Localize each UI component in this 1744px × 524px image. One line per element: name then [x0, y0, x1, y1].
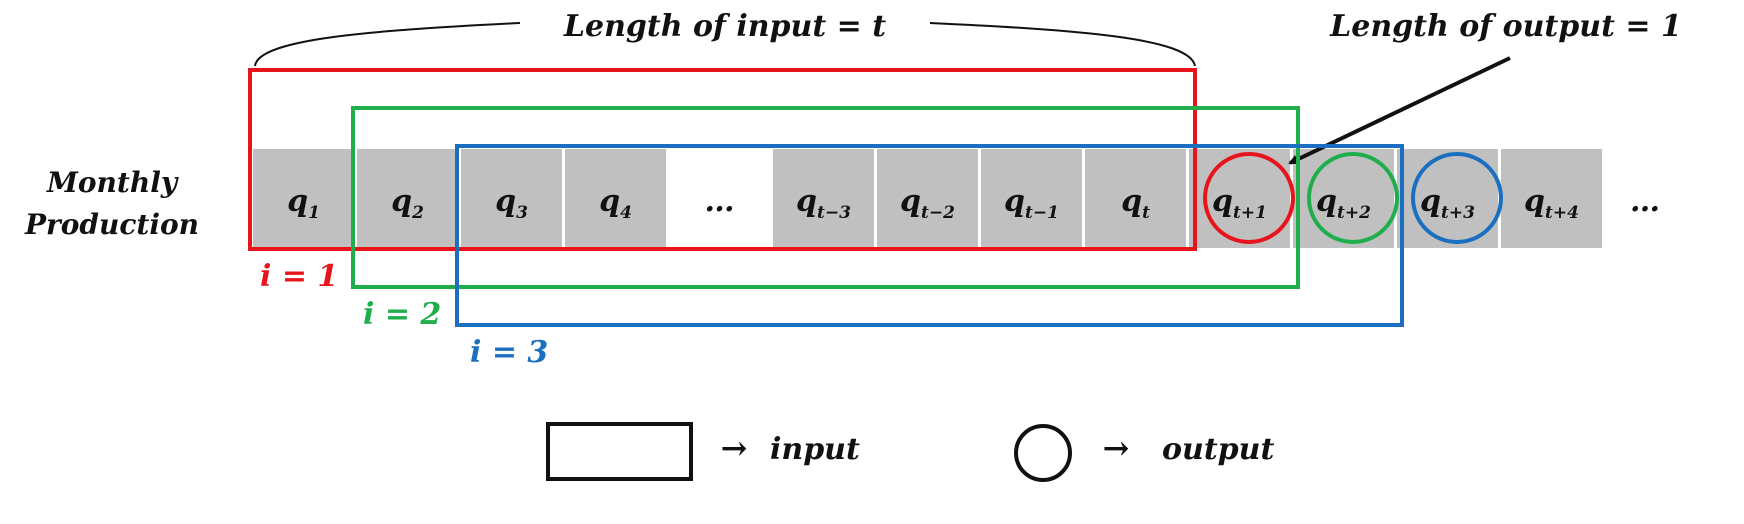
- production-cell: [461, 149, 562, 248]
- window-rect-i3: [455, 144, 1404, 327]
- window-label-i1: i = 1: [260, 259, 338, 294]
- production-cells: q1 q2 q3 q4 … qt−3 qt−2 qt−1 qt qt+1 qt+2 qt+3 qt+4 …: [253, 149, 1660, 248]
- trailing-ellipsis: …: [1630, 184, 1660, 219]
- production-cell-label: qt+4: [1524, 184, 1579, 223]
- production-cell: [773, 149, 874, 248]
- row-label-line1: Monthly: [46, 166, 179, 199]
- row-label-line2: Production: [24, 208, 199, 241]
- production-cell-label: qt: [1121, 184, 1150, 223]
- length-output-label: Length of output = 1: [1329, 9, 1682, 44]
- production-cell: [253, 149, 354, 248]
- output-circle-i1: [1203, 152, 1295, 244]
- production-cell-label: q1: [287, 184, 320, 223]
- production-cell-label: qt−2: [900, 184, 955, 223]
- production-cell-label: qt+2: [1316, 184, 1371, 223]
- production-cell-label: q4: [599, 184, 632, 223]
- legend-input-box: [546, 422, 693, 481]
- window-rect-i2: [351, 106, 1300, 289]
- input-length-brace: [254, 22, 1196, 67]
- production-cell-label: …: [705, 184, 735, 219]
- production-cell: [1501, 149, 1602, 248]
- legend-output-circle: [1014, 424, 1072, 482]
- legend-input-arrow: →: [721, 429, 748, 467]
- production-cell: [357, 149, 458, 248]
- legend-output-arrow: →: [1103, 429, 1130, 467]
- window-rect-i1: [248, 68, 1197, 251]
- production-cell: [877, 149, 978, 248]
- legend-output-label: output: [1162, 432, 1274, 467]
- production-cell-label: qt+3: [1420, 184, 1475, 223]
- window-label-i2: i = 2: [363, 297, 441, 332]
- output-circle-i2: [1307, 152, 1399, 244]
- production-cell-label: qt−3: [796, 184, 851, 223]
- production-cell: [565, 149, 666, 248]
- production-cell-label: qt−1: [1004, 184, 1059, 223]
- window-label-i3: i = 3: [470, 335, 548, 370]
- production-cell-label: q2: [391, 184, 424, 223]
- length-input-label: Length of input = t: [563, 9, 886, 44]
- legend-input-label: input: [770, 432, 860, 467]
- production-cell: [669, 149, 770, 248]
- production-cell: [981, 149, 1082, 248]
- production-cell-label: qt+1: [1212, 184, 1267, 223]
- production-cell: [1085, 149, 1186, 248]
- output-circle-i3: [1411, 152, 1503, 244]
- production-cell-label: q3: [495, 184, 528, 223]
